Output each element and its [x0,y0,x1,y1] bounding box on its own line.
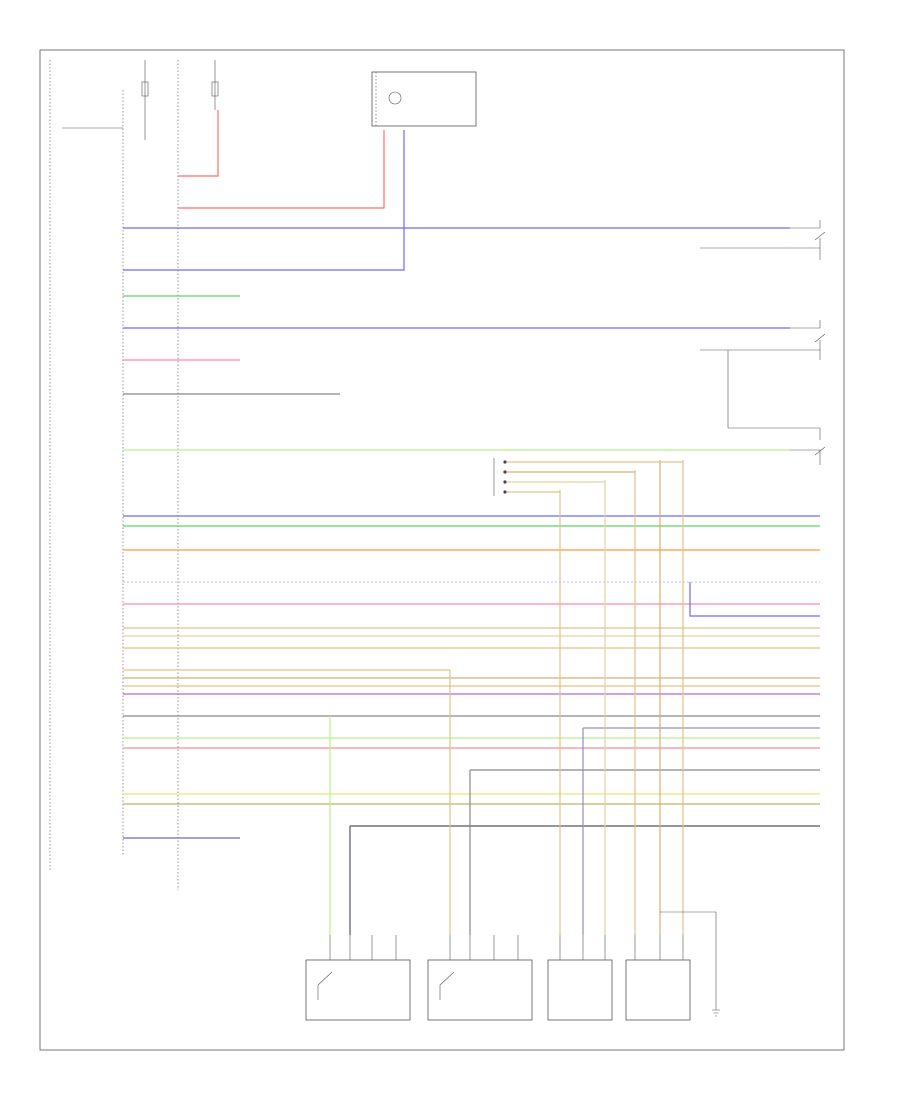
diagram-border [39,49,845,1051]
splice-icon [503,460,507,464]
red-wire-to-component [178,130,385,209]
top-component-box [371,71,477,127]
red-wire-top [178,110,219,177]
riser-blue [689,582,820,617]
right-switch-wire-1 [700,220,821,260]
ground-wire [660,911,717,1010]
splice-icon [503,490,507,494]
right-switch-wire-3 [727,350,821,465]
switch-icon [317,971,333,1000]
bottom-component-3 [547,959,613,1021]
riser-gray-2 [469,769,820,935]
splice-icon [503,480,507,484]
riser-blue-gray [582,727,820,935]
bottom-component-2 [427,959,533,1021]
blue-wire-to-component [123,130,405,271]
bottom-component-4 [625,959,691,1021]
motor-icon [388,91,402,105]
switch-icon [814,231,826,241]
bottom-component-1 [305,959,411,1021]
fuse-icon [141,81,149,97]
switch-icon [814,446,826,456]
switch-icon [439,971,455,1000]
splice-icon [503,470,507,474]
right-switch-wire-2 [700,320,821,360]
ground-icon [712,1009,720,1017]
riser-gray-1 [349,825,820,935]
switch-icon [814,333,826,343]
fuse-icon [211,81,219,97]
